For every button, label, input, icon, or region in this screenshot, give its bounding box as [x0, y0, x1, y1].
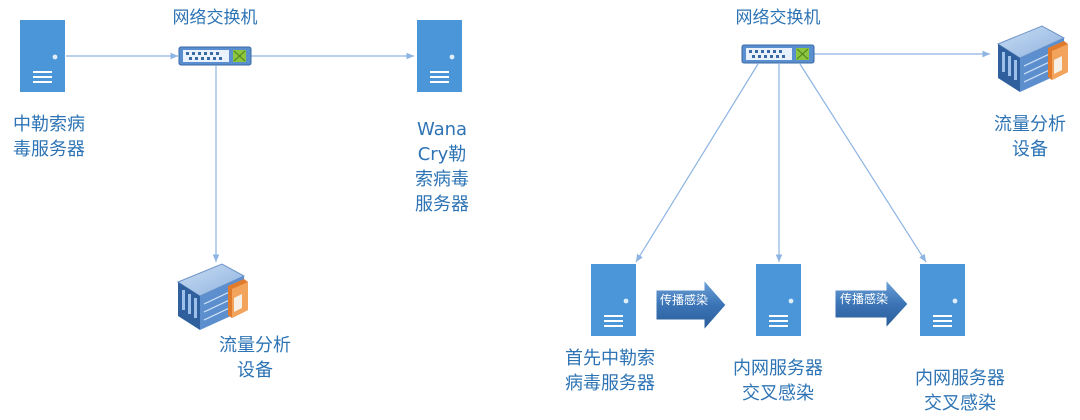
- spread-label-1: 传播感染: [660, 293, 709, 307]
- left-analysis-device-icon: [177, 263, 249, 331]
- intranet-server-2-label-line2: 交叉感染: [924, 393, 996, 414]
- intranet-server-1-label: 内网服务器 交叉感染: [713, 356, 843, 406]
- infected-server-label: 中勒索病 毒服务器: [0, 112, 98, 162]
- wannacry-server-icon: [417, 20, 462, 92]
- right-link-switch-first: [635, 63, 759, 263]
- intranet-server-2-icon: [920, 264, 965, 336]
- left-switch-label: 网络交换机: [140, 6, 290, 31]
- infected-server-label-line2: 毒服务器: [13, 139, 85, 160]
- left-diagram: [20, 20, 462, 331]
- spread-label-2: 传播感染: [840, 292, 889, 306]
- wannacry-server-label-line3: 索病毒: [415, 169, 469, 190]
- spread-arrow-2-icon: [834, 278, 909, 330]
- first-infected-server-label: 首先中勒索 病毒服务器: [545, 346, 675, 396]
- wannacry-server-label-line4: 服务器: [415, 194, 469, 215]
- wannacry-server-label: Wana Cry勒 索病毒 服务器: [392, 117, 492, 217]
- right-analysis-device-icon: [997, 25, 1069, 93]
- first-infected-server-icon: [591, 264, 636, 336]
- right-link-switch-intranet2: [799, 63, 927, 263]
- left-switch-icon: [178, 46, 252, 66]
- intranet-server-1-icon: [756, 264, 801, 336]
- wannacry-server-label-line2: Cry勒: [417, 144, 467, 165]
- infected-server-icon: [20, 20, 65, 92]
- left-analysis-device-label: 流量分析 设备: [205, 333, 305, 383]
- left-switch-label-text: 网络交换机: [172, 8, 258, 28]
- spread-arrow-1-icon: [655, 278, 727, 332]
- intranet-server-2-label: 内网服务器 交叉感染: [895, 366, 1025, 416]
- intranet-server-2-label-line1: 内网服务器: [915, 368, 1005, 389]
- first-infected-server-label-line2: 病毒服务器: [565, 373, 655, 394]
- left-analysis-device-label-line2: 设备: [237, 360, 273, 381]
- wannacry-server-label-line1: Wana: [416, 119, 468, 140]
- right-diagram: [591, 25, 1069, 336]
- right-analysis-device-label: 流量分析 设备: [980, 112, 1080, 162]
- intranet-server-1-label-line1: 内网服务器: [733, 358, 823, 379]
- left-analysis-device-label-line1: 流量分析: [219, 335, 291, 356]
- right-switch-label-text: 网络交换机: [735, 8, 821, 28]
- right-analysis-device-label-line2: 设备: [1012, 139, 1048, 160]
- infected-server-label-line1: 中勒索病: [13, 114, 85, 135]
- intranet-server-1-label-line2: 交叉感染: [742, 383, 814, 404]
- first-infected-server-label-line1: 首先中勒索: [565, 348, 655, 369]
- right-analysis-device-label-line1: 流量分析: [994, 114, 1066, 135]
- right-switch-label: 网络交换机: [703, 6, 853, 31]
- right-switch-icon: [741, 44, 815, 64]
